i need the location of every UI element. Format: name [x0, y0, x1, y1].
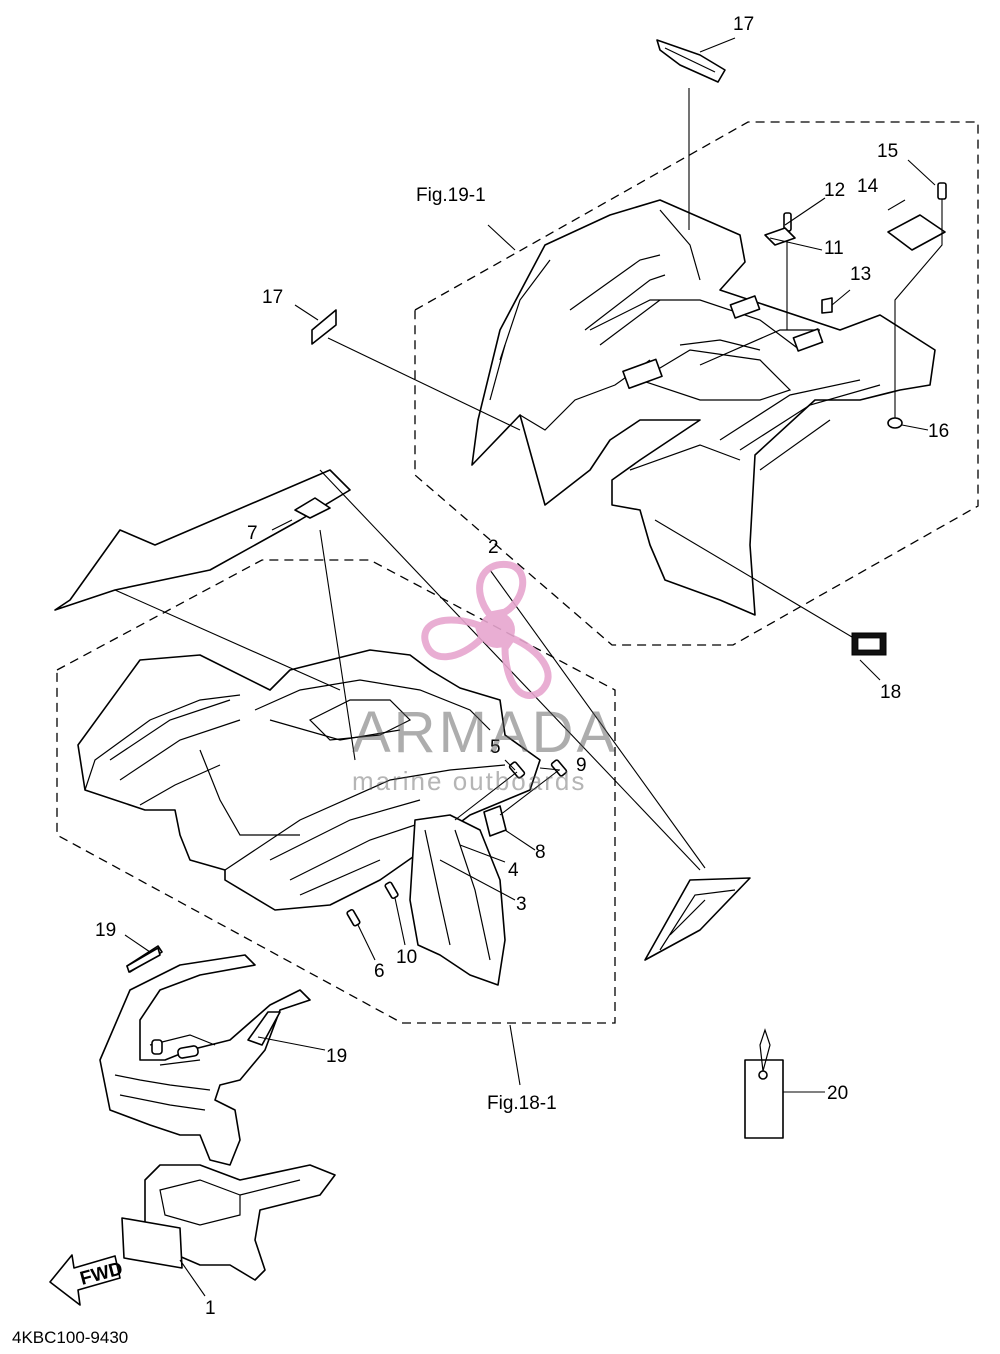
- sticker-17-left: [311, 309, 521, 431]
- callout-7: 7: [247, 523, 258, 544]
- rear-fender-boundary: [414, 121, 979, 646]
- callout-20: 20: [827, 1083, 848, 1104]
- callout-numbers: 17 15 12 14 11 13 17 16 7 2 18 5 9 8 4 3…: [95, 14, 949, 1319]
- decal-2: [54, 469, 706, 871]
- callout-9: 9: [576, 755, 587, 776]
- drawing-code: 4KBC100-9430: [12, 1328, 128, 1347]
- fastener-6: [346, 909, 361, 927]
- callout-19-top: 19: [95, 920, 116, 941]
- callout-16: 16: [928, 421, 949, 442]
- front-fender-skirt: [409, 814, 506, 986]
- propeller-logo-icon: [421, 561, 552, 699]
- leader-lines: [124, 159, 936, 1086]
- rear-fender: [471, 199, 936, 616]
- callout-14: 14: [857, 176, 879, 197]
- callout-19-bumper: 19: [326, 1046, 347, 1067]
- plate-14: [887, 214, 946, 251]
- plate-8: [483, 805, 507, 837]
- watermark: ARMADA marine outboards: [352, 561, 618, 796]
- tag-20: [744, 1028, 825, 1139]
- callout-17-right: 18: [880, 682, 901, 703]
- callout-6: 6: [374, 961, 385, 982]
- sticker-18: [656, 37, 736, 230]
- callout-8: 8: [535, 842, 546, 863]
- callout-4: 4: [508, 860, 519, 881]
- watermark-brand: ARMADA: [352, 700, 618, 765]
- fastener-9: [550, 759, 568, 777]
- callout-15: 15: [877, 141, 898, 162]
- callout-13: 13: [850, 264, 871, 285]
- front-bumper: [99, 945, 326, 1166]
- washer-13: [821, 297, 833, 314]
- callout-10: 10: [396, 947, 417, 968]
- callout-18: 17: [733, 14, 754, 35]
- grommet-16: [887, 417, 903, 429]
- callout-17-left: 17: [262, 287, 283, 308]
- callout-12: 12: [824, 180, 845, 201]
- fwd-arrow: FWD: [49, 1254, 125, 1306]
- fastener-15: [937, 182, 947, 200]
- fastener-5: [508, 761, 526, 779]
- rear-fender-group: [414, 121, 979, 646]
- fig-ref-front: Fig.18-1: [487, 1093, 557, 1114]
- sticker-17-right: [654, 519, 887, 656]
- decal-1: [121, 1217, 183, 1269]
- callout-3: 3: [516, 894, 527, 915]
- fwd-label: FWD: [78, 1258, 125, 1289]
- bumper-frame: [99, 954, 311, 1166]
- callout-1: 1: [205, 1298, 216, 1319]
- callout-2: 2: [488, 537, 499, 558]
- front-fender-group: [56, 559, 616, 1024]
- decal-19-small: [126, 947, 161, 973]
- watermark-tagline: marine outboards: [352, 766, 586, 796]
- sticker-7: [294, 497, 356, 761]
- front-fender-boundary: [56, 559, 616, 1024]
- fig-ref-rear: Fig.19-1: [416, 185, 486, 206]
- callout-5: 5: [490, 737, 501, 758]
- fastener-10: [384, 881, 399, 899]
- decal-wolverine: [644, 877, 751, 961]
- skid-plate: [121, 1164, 336, 1297]
- callout-11: 11: [824, 238, 844, 259]
- plate-11: [764, 227, 796, 246]
